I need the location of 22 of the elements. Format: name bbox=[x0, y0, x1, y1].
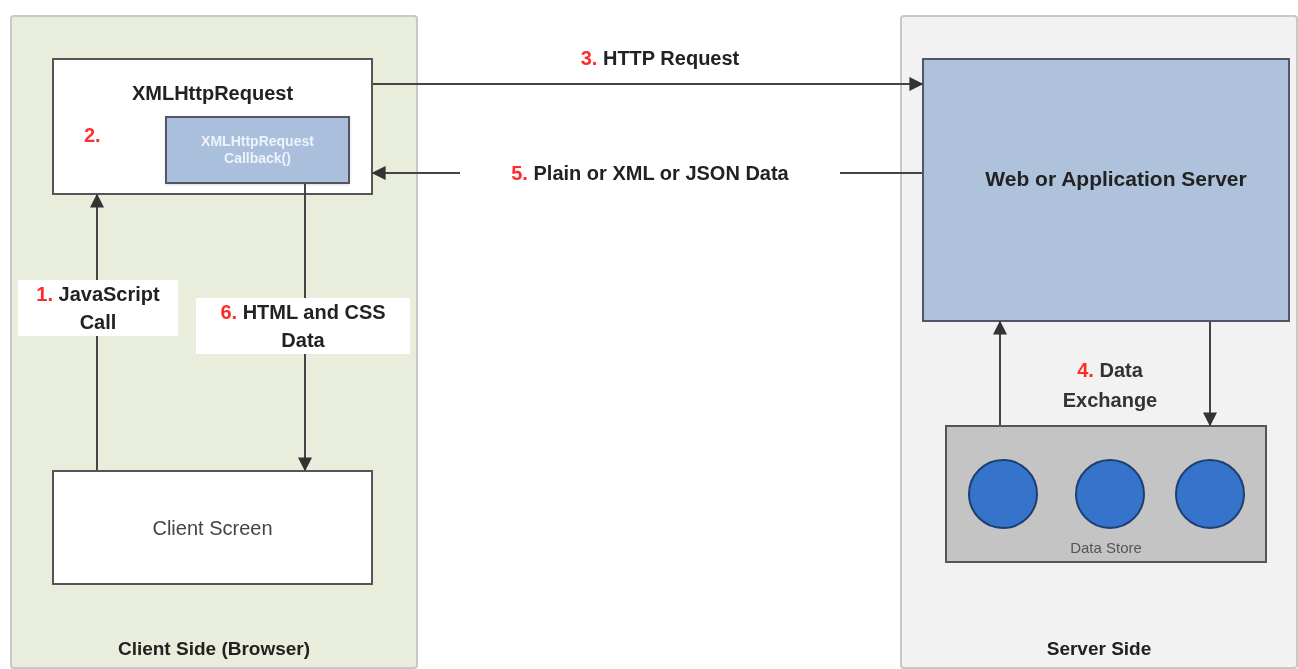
client-panel bbox=[10, 15, 418, 669]
box-label: Web or Application Server bbox=[984, 166, 1248, 192]
arrow bbox=[1203, 321, 1217, 427]
box-title: XMLHttpRequest bbox=[130, 81, 295, 106]
edge-label: 6. HTML and CSS Data bbox=[196, 298, 410, 354]
box-label: XMLHttpRequest Callback() bbox=[200, 131, 315, 168]
server-box bbox=[922, 58, 1290, 322]
process-box bbox=[52, 58, 373, 195]
process-box bbox=[52, 470, 373, 585]
data-store-box bbox=[945, 425, 1267, 563]
edge-label: 1. JavaScript Call bbox=[18, 280, 178, 336]
arrow bbox=[372, 77, 924, 91]
edge-label: 3. HTTP Request bbox=[579, 46, 741, 71]
server-panel bbox=[900, 15, 1298, 669]
box-label: Client Screen bbox=[151, 515, 274, 541]
exchange-label: 4. Data Exchange bbox=[1061, 358, 1159, 413]
panel-heading: Server Side bbox=[1045, 636, 1153, 661]
callback-box bbox=[165, 116, 350, 184]
panel-heading: Client Side (Browser) bbox=[116, 636, 312, 661]
box-label: Data Store bbox=[1069, 537, 1143, 558]
arrow bbox=[993, 320, 1007, 426]
step-number: 2. bbox=[84, 123, 101, 148]
